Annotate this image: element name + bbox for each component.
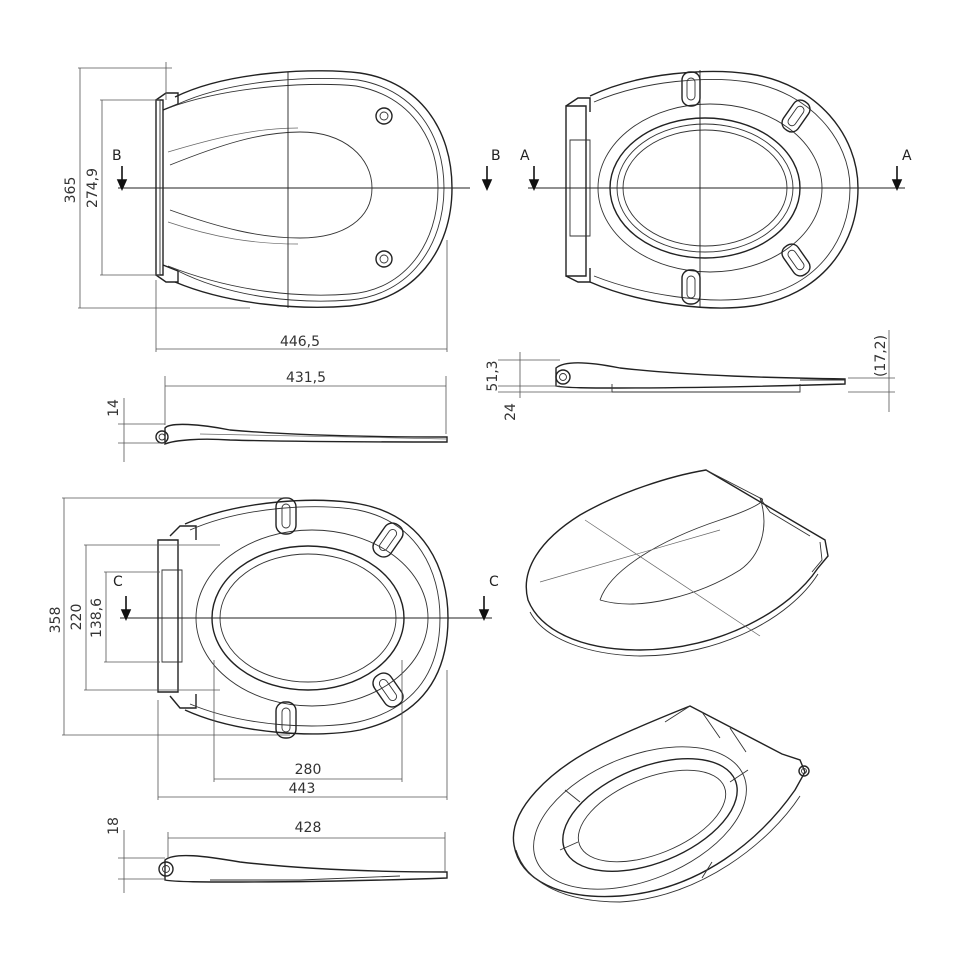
dim-280: 280 [295, 762, 322, 778]
section-b-right-label: B [491, 148, 501, 164]
section-a-markers: A A [520, 148, 912, 191]
section-b-markers: B B [112, 148, 501, 191]
dim-274-9: 274,9 [85, 168, 101, 208]
section-c-left-label: C [113, 574, 123, 590]
seat-bottom-side-view: 428 18 [106, 817, 448, 893]
lid-top-view [118, 70, 470, 308]
section-a-right-label: A [902, 148, 912, 164]
section-a-left-label: A [520, 148, 530, 164]
section-c-right-label: C [489, 574, 499, 590]
seat-side-view: 51,3 24 (17,2) [485, 330, 895, 421]
seat-lower-view [120, 497, 492, 739]
dim-431-5: 431,5 [286, 370, 326, 386]
dim-220: 220 [69, 604, 85, 631]
dim-138-6: 138,6 [89, 598, 105, 638]
lid-side-view: 431,5 14 [106, 370, 448, 462]
lid-top-dimensions: 365 274,9 446,5 [63, 62, 448, 352]
seat-lower-dimensions: 358 220 138,6 280 443 [48, 497, 448, 800]
section-b-left-label: B [112, 148, 122, 164]
dim-446-5: 446,5 [280, 334, 320, 350]
seat-top-view [528, 70, 905, 309]
dim-443: 443 [289, 781, 316, 797]
dim-51-3: 51,3 [485, 360, 501, 391]
dim-24: 24 [503, 403, 519, 421]
dim-17-2: (17,2) [873, 335, 889, 377]
dim-14: 14 [106, 399, 122, 417]
section-c-markers: C C [113, 574, 499, 621]
dim-18: 18 [106, 817, 122, 835]
seat-isometric-view [512, 705, 810, 903]
lid-isometric-view [525, 469, 829, 657]
dim-428: 428 [295, 820, 322, 836]
dim-365: 365 [63, 177, 79, 204]
dim-358: 358 [48, 607, 64, 634]
